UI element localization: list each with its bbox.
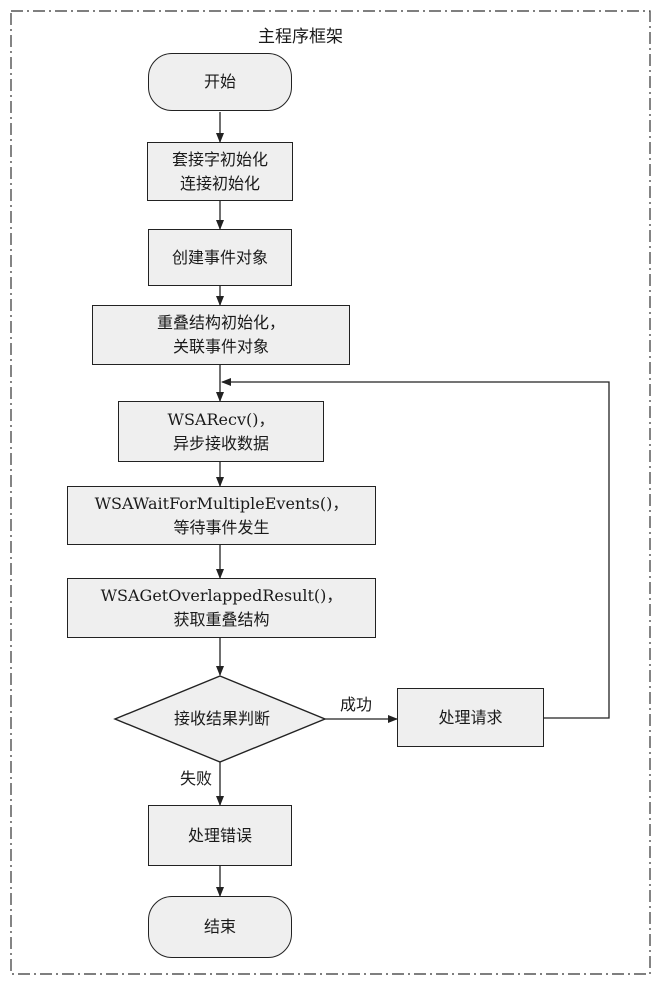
diagram-title: 主程序框架 — [258, 27, 343, 47]
start-label: 开始 — [203, 72, 236, 91]
end-label: 结束 — [203, 917, 236, 936]
handle-request-node: 处理请求 — [397, 688, 544, 747]
get-result-node: WSAGetOverlappedResult()， 获取重叠结构 — [67, 578, 376, 638]
get-result-label-2: 获取重叠结构 — [173, 610, 270, 629]
wait-events-label-2: 等待事件发生 — [173, 517, 270, 537]
handle-request-label: 处理请求 — [438, 707, 503, 727]
loop-back-arrow — [221, 378, 610, 719]
decision-diamond — [113, 675, 327, 763]
wsarecv-label-2: 异步接收数据 — [172, 433, 269, 453]
decision-label: 接收结果判断 — [173, 709, 270, 728]
wait-events-label-1: WSAWaitForMultipleEvents()， — [94, 493, 349, 513]
socket-init-label-1: 套接字初始化 — [171, 149, 268, 169]
wsarecv-node: WSARecv()， 异步接收数据 — [118, 401, 324, 462]
handle-error-label: 处理错误 — [187, 825, 252, 845]
wait-events-node: WSAWaitForMultipleEvents()， 等待事件发生 — [67, 486, 376, 545]
overlap-init-label-2: 关联事件对象 — [172, 337, 269, 356]
handle-error-node: 处理错误 — [148, 805, 292, 866]
get-result-label-1: WSAGetOverlappedResult()， — [100, 586, 343, 605]
overlap-init-label-1: 重叠结构初始化， — [156, 313, 285, 332]
failure-edge-label: 失败 — [180, 769, 213, 788]
wsarecv-label-1: WSARecv()， — [167, 409, 275, 429]
start-node: 开始 — [148, 53, 292, 111]
outer-frame — [10, 10, 651, 975]
overlap-init-node: 重叠结构初始化， 关联事件对象 — [92, 305, 350, 365]
socket-init-node: 套接字初始化 连接初始化 — [147, 142, 293, 201]
success-edge-label: 成功 — [340, 695, 373, 714]
create-event-label: 创建事件对象 — [171, 247, 268, 267]
create-event-node: 创建事件对象 — [148, 229, 292, 286]
socket-init-label-2: 连接初始化 — [179, 173, 260, 193]
end-node: 结束 — [148, 896, 292, 958]
